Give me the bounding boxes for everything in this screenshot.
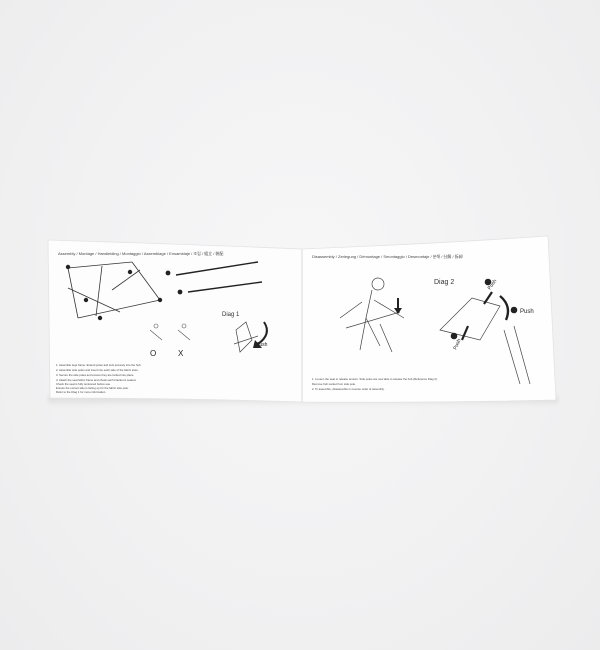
wrong-mark: X: [178, 349, 184, 358]
diag-2-push-right: Push: [520, 309, 534, 315]
left-note: Check the seat is fully tensioned before…: [56, 382, 111, 386]
diag-1-label: Diag 1: [222, 312, 240, 318]
right-page: [301, 235, 557, 403]
right-note: Remove hub socket from side pole.: [312, 382, 356, 386]
left-note: 4. Attach the seat fabric frame and chec…: [56, 378, 136, 382]
diag-2-sketch: [439, 297, 531, 385]
diag-2-push-bottom: Push: [452, 338, 462, 351]
left-note: Ensure the correct side is facing up for…: [56, 386, 129, 390]
comparison-sketch: [149, 323, 191, 341]
left-note: 3. Secure the side poles and ensure they…: [56, 373, 134, 377]
step-2-marker-top: [484, 278, 492, 286]
curved-push-arrow-icon: [499, 295, 510, 321]
chair-frame-sketch: [67, 261, 161, 319]
left-note: 1. Assemble legs frame. Extend poles and…: [56, 363, 142, 367]
push-arrow-top-icon: [483, 291, 493, 305]
diag-1-push: Push: [256, 342, 268, 348]
push-arrow-bottom-icon: [460, 325, 470, 341]
left-note: 2. Assemble side poles and insert into e…: [56, 368, 139, 372]
right-notes: 1. Loosen the seat to release tension. S…: [312, 377, 438, 391]
left-heading: Assembly / Montage / Handleiding / Monta…: [58, 250, 223, 256]
left-notes: 1. Assemble legs frame. Extend poles and…: [56, 363, 142, 394]
down-arrow-head-icon: [394, 308, 402, 314]
right-heading: Disassembly / Zerlegung / Démontage / Sm…: [312, 253, 463, 259]
right-note: 2. To assemble, disassemble in reverse o…: [312, 387, 385, 391]
left-note: Refer to the Diag 1 for more information…: [56, 390, 106, 394]
correct-mark: O: [150, 349, 156, 358]
diag-1-sketch: [233, 321, 259, 353]
diag-2-push-top: Push: [487, 278, 499, 291]
step-markers-left: [65, 264, 163, 321]
push-arrow-head-icon: [253, 340, 262, 348]
person-disassembly-sketch: [339, 277, 405, 353]
push-arrow-icon: [257, 321, 268, 345]
diag-2-label: Diag 2: [434, 279, 454, 286]
step-1-marker: [510, 306, 518, 314]
step-2-marker-bottom: [450, 332, 458, 340]
poles-sketch: [165, 261, 263, 295]
right-note: 1. Loosen the seat to release tension. S…: [312, 377, 438, 381]
